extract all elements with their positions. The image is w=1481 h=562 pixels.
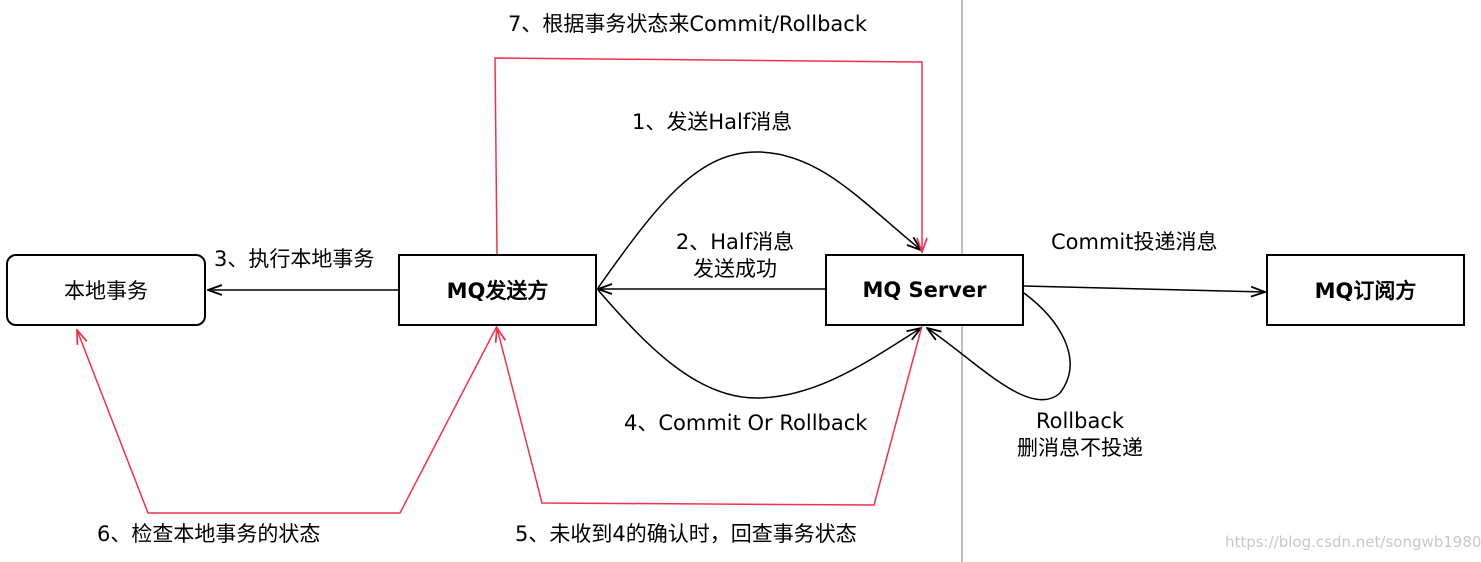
node-mq-subscriber: MQ订阅方 — [1266, 254, 1465, 326]
label-rollback-line1: Rollback — [1035, 409, 1125, 433]
label-step2-line2: 发送成功 — [693, 257, 777, 282]
node-mq-server: MQ Server — [825, 254, 1024, 326]
watermark: https://blog.csdn.net/songwb1980 — [1225, 533, 1481, 551]
node-mq-subscriber-label: MQ订阅方 — [1314, 279, 1417, 303]
arrow-step7 — [494, 57, 922, 255]
label-rollback-line2: 删消息不投递 — [1017, 436, 1143, 461]
label-step1: 1、发送Half消息 — [632, 110, 793, 134]
arrow-commit-deliver — [1023, 285, 1265, 292]
node-mq-server-label: MQ Server — [862, 278, 987, 302]
node-local-transaction-label: 本地事务 — [64, 279, 148, 303]
label-step4: 4、Commit Or Rollback — [624, 411, 868, 435]
label-step6: 6、检查本地事务的状态 — [97, 522, 321, 546]
label-step2: 2、Half消息 发送成功 — [666, 229, 804, 284]
arrow-step6 — [77, 325, 498, 514]
label-step2-line1: 2、Half消息 — [675, 230, 795, 254]
node-local-transaction: 本地事务 — [6, 254, 206, 326]
label-step7: 7、根据事务状态来Commit/Rollback — [508, 12, 867, 36]
label-commit-deliver: Commit投递消息 — [1051, 230, 1218, 254]
node-mq-sender: MQ发送方 — [398, 254, 597, 326]
arrow-step5 — [497, 326, 923, 506]
arrow-step1 — [597, 151, 921, 289]
arrow-step4 — [597, 289, 921, 399]
arrow-rollback-loop — [927, 292, 1071, 401]
node-mq-sender-label: MQ发送方 — [446, 279, 549, 303]
label-rollback: Rollback 删消息不投递 — [1000, 408, 1160, 463]
label-step5: 5、未收到4的确认时，回查事务状态 — [515, 522, 857, 546]
label-step3: 3、执行本地事务 — [214, 247, 375, 271]
